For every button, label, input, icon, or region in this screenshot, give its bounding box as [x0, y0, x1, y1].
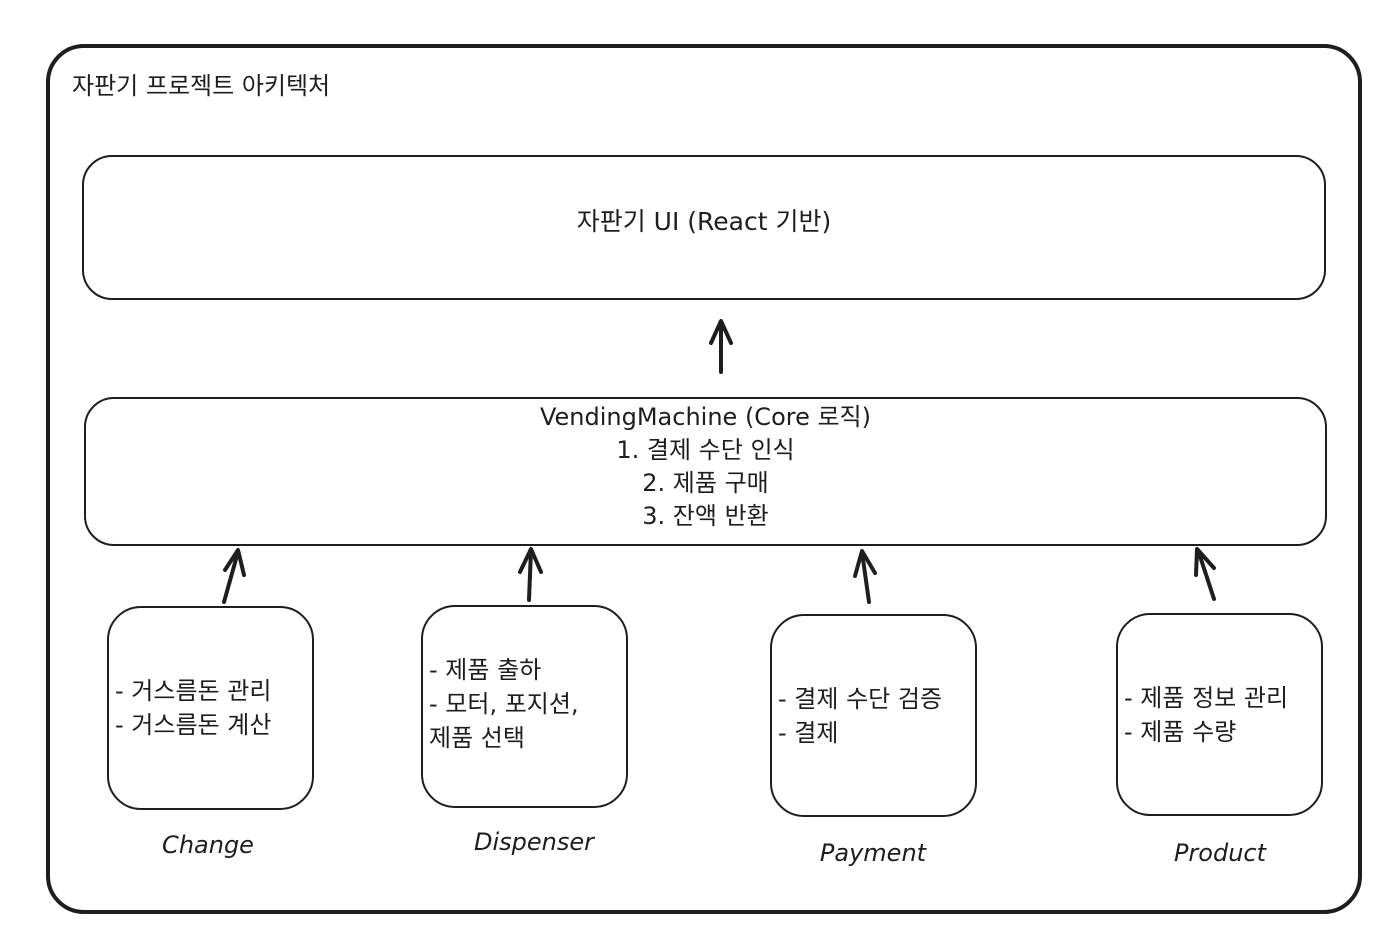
module-box-change: - 거스름돈 관리 - 거스름돈 계산: [107, 606, 314, 810]
ui-layer-label: 자판기 UI (React 기반): [576, 206, 832, 236]
module-box-product: - 제품 정보 관리 - 제품 수량: [1116, 613, 1323, 816]
core-title: VendingMachine (Core 로직): [539, 403, 872, 431]
core-logic-box: VendingMachine (Core 로직) 1. 결제 수단 인식 2. …: [84, 397, 1327, 546]
module-line: - 결제: [778, 718, 839, 747]
module-line: - 거스름돈 계산: [115, 711, 272, 739]
module-name-product: Product: [1173, 839, 1267, 867]
core-item: 1. 결제 수단 인식: [616, 436, 795, 464]
module-line: - 결제 수단 검증: [778, 684, 943, 713]
core-item: 3. 잔액 반환: [642, 502, 769, 530]
frame-title: 자판기 프로젝트 아키텍처: [72, 72, 331, 100]
module-name-dispenser: Dispenser: [474, 828, 594, 856]
module-line: 제품 선택: [429, 724, 525, 752]
module-line: - 제품 출하: [429, 656, 542, 684]
module-name-change: Change: [162, 831, 254, 859]
architecture-frame: [46, 44, 1362, 914]
module-line: - 제품 정보 관리: [1124, 683, 1289, 712]
module-box-dispenser: - 제품 출하 - 모터, 포지션, 제품 선택: [421, 605, 628, 808]
module-line: - 모터, 포지션,: [429, 690, 579, 718]
module-line: - 거스름돈 관리: [115, 677, 272, 705]
module-name-payment: Payment: [819, 839, 927, 867]
core-item: 2. 제품 구매: [642, 469, 769, 497]
module-box-payment: - 결제 수단 검증 - 결제: [770, 614, 977, 817]
ui-layer-box: 자판기 UI (React 기반): [82, 155, 1326, 300]
module-line: - 제품 수량: [1124, 717, 1237, 746]
